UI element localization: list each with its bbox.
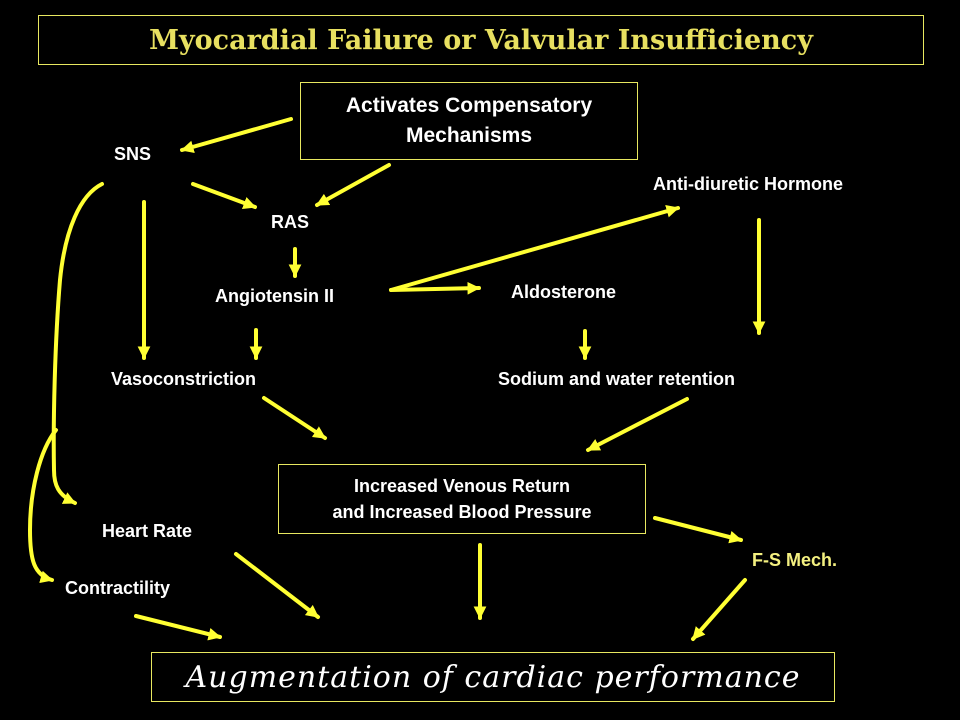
arrow-sns-to-ras	[191, 182, 257, 209]
node-aldosterone: Aldosterone	[511, 282, 617, 302]
node-vasoconstriction: Vasoconstriction	[111, 369, 257, 389]
diagram-title: Myocardial Failure or Valvular Insuffici…	[149, 24, 813, 56]
arrow-heart-rate-to-result	[234, 552, 320, 619]
compensatory-line-1: Activates Compensatory	[345, 94, 593, 117]
arrow-angiotensin-to-aldosterone	[389, 281, 481, 295]
node-heart-rate: Heart Rate	[102, 521, 193, 541]
result-text: Augmentation of cardiac performance	[185, 659, 801, 695]
node-adh: Anti-diuretic Hormone	[653, 174, 844, 194]
arrow-angiotensin-to-adh	[389, 205, 680, 292]
arrow-contractility-to-result	[134, 614, 222, 641]
result-box: Augmentation of cardiac performance	[151, 652, 835, 702]
venous-line-1: Increased Venous Return	[353, 476, 571, 496]
arrow-mech-to-sns	[180, 117, 293, 154]
node-ras: RAS	[271, 212, 310, 232]
node-sodium-water: Sodium and water retention	[498, 369, 736, 389]
venous-return-box: Increased Venous Return and Increased Bl…	[278, 464, 646, 534]
arrow-fs-mech-to-result	[691, 578, 747, 641]
arrow-sns-to-heart-rate	[51, 182, 104, 505]
node-contractility: Contractility	[65, 578, 171, 598]
arrow-venous-to-fs-mech	[653, 516, 743, 544]
node-fs-mech: F-S Mech.	[752, 550, 838, 570]
title-box: Myocardial Failure or Valvular Insuffici…	[38, 15, 924, 65]
arrow-sodium-water-to-venous	[586, 397, 689, 452]
venous-line-2: and Increased Blood Pressure	[332, 502, 592, 522]
node-sns: SNS	[114, 144, 152, 164]
arrow-vasoconstriction-to-venous	[262, 396, 327, 440]
compensatory-line-2: Mechanisms	[405, 124, 533, 147]
compensatory-mechanisms-box: Activates Compensatory Mechanisms	[300, 82, 638, 160]
arrow-sns-to-contractility	[27, 428, 58, 584]
arrow-mech-to-ras	[315, 163, 391, 207]
node-angiotensin: Angiotensin II	[215, 286, 334, 306]
